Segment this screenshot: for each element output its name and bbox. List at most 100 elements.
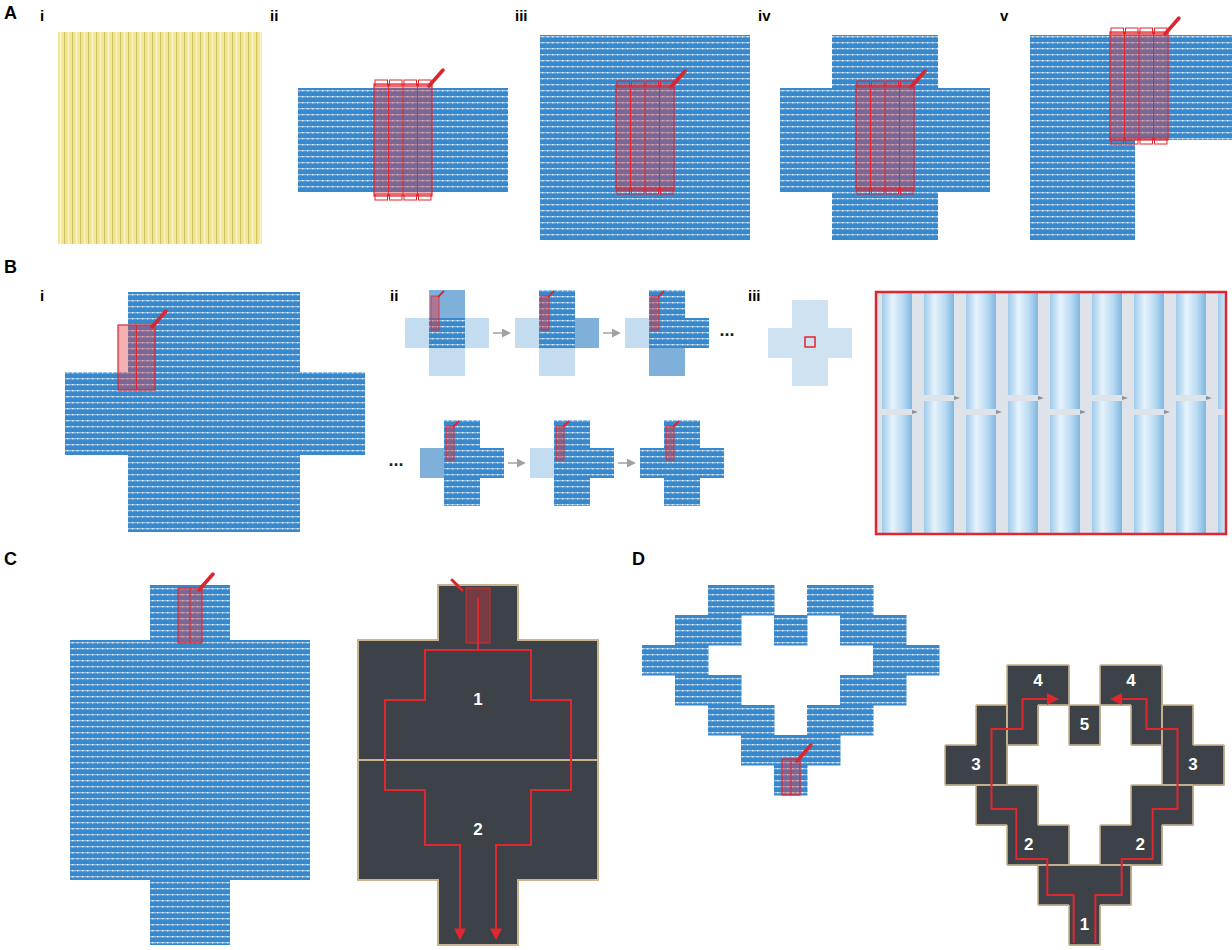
helix-cylinder [1092,292,1122,395]
cross-piece [515,318,539,348]
pen-symbol [1165,18,1179,34]
segment-border [976,824,1007,826]
cross-piece [575,318,599,348]
panel-numeral: iii [515,8,528,25]
crossover-mark [1122,396,1128,400]
region-number: 4 [1126,672,1135,691]
segment-border [1130,865,1132,905]
pen-symbol [152,311,166,327]
strand-loop [375,194,388,200]
strand-body [782,759,800,795]
ellipsis: ... [388,451,403,471]
segmented-heart-cell [1100,865,1132,906]
region-number: 2 [1136,836,1145,855]
brick-heart-cell [807,585,841,616]
strand-body [856,85,914,190]
strand-line [645,85,646,190]
segment-border [358,759,598,761]
segment-border [1223,745,1225,785]
segment-border [945,744,976,746]
segment-border [1161,705,1163,745]
segment-border [944,745,946,785]
segment-border [1037,785,1039,825]
segment-border [1099,905,1101,945]
strand-loop [1140,28,1153,34]
segment-border [1161,665,1163,705]
staple-strand [616,71,685,194]
segment-border [1037,865,1039,905]
segment-border [1100,904,1131,906]
staple-strand [782,745,811,795]
pen-symbol [438,291,444,297]
strand-line [870,85,871,190]
strand-loop [1126,138,1139,144]
strand-loop [1140,138,1153,144]
segment-border [1099,705,1101,745]
strand-line [659,85,660,190]
strand-loop [857,81,870,87]
segment-border [1006,825,1008,865]
step-arrow [603,332,619,334]
segment-border [1006,705,1008,745]
staple-strand [446,426,454,460]
brick-heart-cell [906,645,940,676]
cross-piece [539,348,575,376]
cross-piece [590,448,614,478]
strand-loop [404,80,417,86]
helix-cylinder [882,292,912,409]
helix-cylinder [1050,292,1080,409]
panel-letter: B [4,258,17,278]
brick-heart-cell [675,675,709,706]
pen-symbol [658,291,664,297]
region-number: 1 [473,691,482,710]
crossover-mark [912,410,918,414]
brick-heart-cell [807,705,841,736]
staple-strand [541,296,549,330]
assembly-stage [625,290,709,376]
cross-piece [420,448,444,478]
brick-heart-cell [774,615,808,646]
cross-piece [465,318,489,348]
brick-heart-cell [741,735,775,766]
segment-border [1193,784,1224,786]
panel-letter: D [632,550,645,570]
strand-body [616,85,674,190]
segment-border [1007,664,1038,666]
strand-loop [1155,138,1168,144]
segmented-heart-cell [1131,785,1163,826]
brick-heart-cell [708,585,742,616]
step-arrow [618,462,634,464]
brick-heart-cell [741,705,775,736]
region-number: 4 [1033,672,1042,691]
step-arrow [508,462,524,464]
helix-cylinder [1176,292,1206,395]
crossover-mark [1038,396,1044,400]
inset-frame [876,292,1226,534]
brick-heart-cell [708,705,742,736]
pen-symbol [563,421,569,427]
growth-path [1095,699,1177,943]
segment-border [1069,744,1100,746]
strand-line [1124,32,1125,140]
strand-loop [617,81,630,87]
segment-border [1100,704,1131,706]
strand-line [1153,32,1154,140]
segment-border [1130,705,1132,745]
assembly-stage [420,420,504,506]
strand-line [885,85,886,190]
panel-numeral: i [40,288,44,305]
segment-border [975,785,977,825]
segmented-heart-cell [1038,865,1070,906]
staple-strand [118,311,166,390]
step-arrow [493,332,509,334]
brick-heart-cell [675,645,709,676]
strand-loop [646,81,659,87]
brick-sheet [540,35,750,240]
growth-path [992,699,1074,943]
panel-numeral: iii [748,288,761,305]
brick-heart-cell [642,645,676,676]
segment-border [1100,824,1131,826]
staple-strand [666,426,674,460]
strand-line [388,84,389,196]
region-number: 5 [1080,716,1089,735]
